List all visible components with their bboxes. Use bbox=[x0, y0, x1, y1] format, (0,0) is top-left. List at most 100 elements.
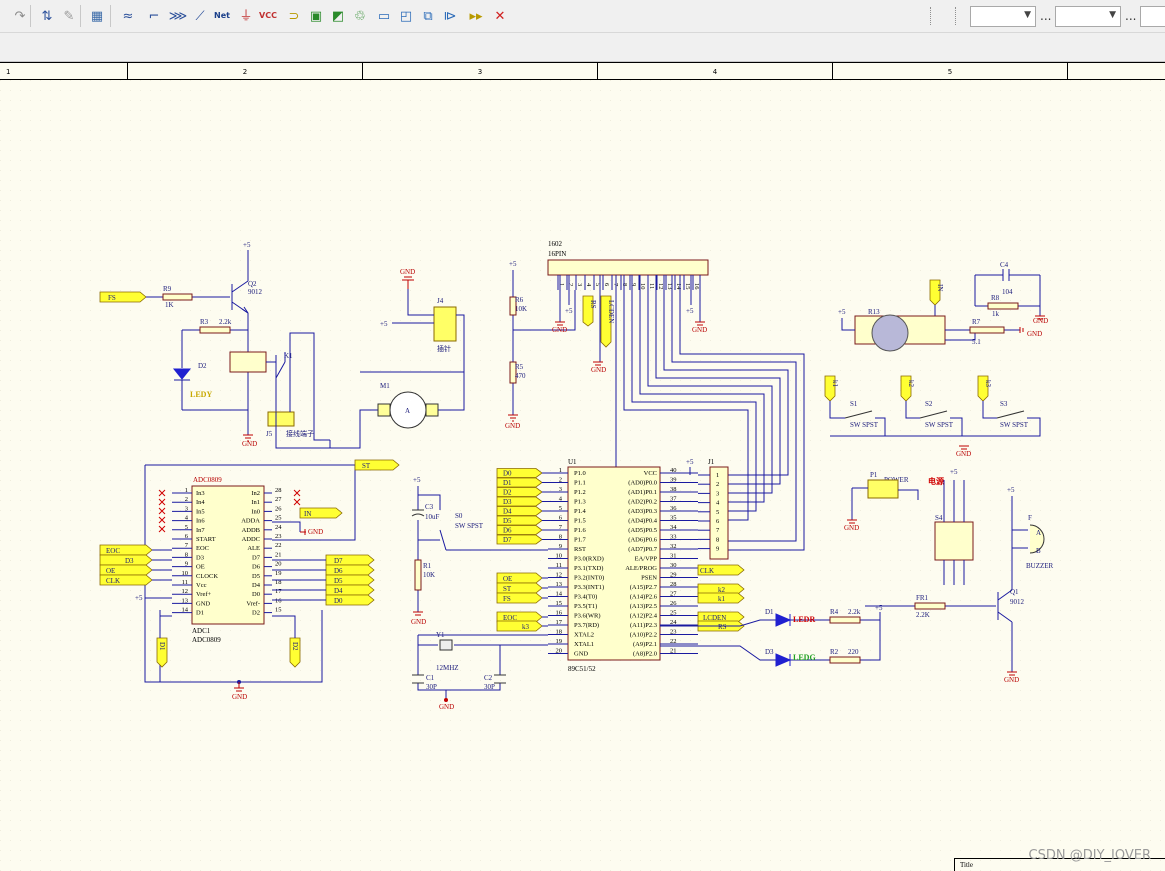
port-oe[interactable] bbox=[99, 564, 153, 576]
port-k3[interactable] bbox=[496, 620, 543, 632]
port-oe2[interactable] bbox=[496, 572, 543, 584]
port-mcu-data[interactable] bbox=[496, 468, 543, 478]
relay-coil[interactable] bbox=[229, 351, 267, 373]
port-fs2[interactable] bbox=[496, 592, 543, 604]
adc-pin-number: 17 bbox=[275, 588, 282, 595]
off-sheet-icon[interactable]: ⧐ bbox=[443, 8, 457, 24]
port-mcu-data[interactable] bbox=[496, 487, 543, 497]
redo-icon[interactable]: ↷ bbox=[14, 8, 26, 24]
capacitor-c3[interactable] bbox=[411, 509, 425, 517]
lcd-1602-connector[interactable] bbox=[547, 259, 709, 276]
schematic-canvas[interactable]: FS R9 1K +5 Q2 9012 R3 2.2k D2 LEDY K1 G… bbox=[0, 80, 1165, 871]
crystal-y1[interactable] bbox=[439, 639, 453, 651]
port-icon[interactable]: ⧉ bbox=[423, 8, 433, 24]
port-k1[interactable] bbox=[697, 592, 745, 604]
vcc-port-icon[interactable]: VCC bbox=[259, 11, 277, 20]
wire-icon[interactable]: ≈ bbox=[122, 8, 134, 24]
led-d1[interactable] bbox=[775, 613, 792, 627]
port-mcu-data[interactable] bbox=[496, 515, 543, 526]
adc0809-chip[interactable] bbox=[191, 485, 265, 625]
pencil-icon[interactable]: ✎ bbox=[63, 8, 75, 24]
harness-entry-icon[interactable]: ◰ bbox=[399, 8, 413, 24]
resistor-r1[interactable] bbox=[414, 559, 422, 591]
bus-icon[interactable]: ⌐ bbox=[148, 8, 160, 24]
toolbar-grip[interactable] bbox=[930, 7, 933, 25]
resistor-r9[interactable] bbox=[162, 293, 193, 301]
buzzer[interactable] bbox=[1029, 524, 1045, 554]
port-d6[interactable] bbox=[325, 564, 375, 576]
resistor-r5[interactable] bbox=[509, 361, 517, 384]
port-d5[interactable] bbox=[325, 574, 375, 586]
size-combo[interactable] bbox=[1140, 6, 1165, 27]
switch-s4[interactable] bbox=[934, 521, 974, 561]
toolbar-grip[interactable] bbox=[955, 7, 958, 25]
port-d4[interactable] bbox=[325, 584, 375, 596]
port-mcu-data[interactable] bbox=[496, 534, 543, 545]
port-lcden[interactable] bbox=[697, 611, 745, 623]
port-clk2[interactable] bbox=[697, 564, 745, 576]
led-d2[interactable] bbox=[172, 368, 192, 380]
sheet-entry-icon[interactable]: ◩ bbox=[331, 8, 345, 24]
fr1-label: FR1 bbox=[916, 594, 929, 602]
bus-entry-icon[interactable]: ⟋ bbox=[195, 8, 205, 24]
port-eoc2[interactable] bbox=[496, 611, 543, 623]
capacitor-c1-c2[interactable] bbox=[412, 674, 506, 684]
resistor-r6[interactable] bbox=[509, 296, 517, 316]
no-erc-icon[interactable]: ✕ bbox=[494, 8, 506, 24]
port-k3-v-label: k3 bbox=[984, 380, 992, 388]
port-d3[interactable] bbox=[99, 554, 153, 566]
header-j4[interactable] bbox=[433, 306, 457, 342]
port-k2-v[interactable] bbox=[900, 375, 912, 402]
ground-port-icon[interactable]: ⏚ bbox=[239, 8, 253, 24]
port-in[interactable] bbox=[299, 507, 343, 519]
port-st2[interactable] bbox=[496, 582, 543, 594]
mcu-pin-number: 12 bbox=[556, 572, 563, 579]
resistor-r8[interactable] bbox=[987, 302, 1019, 310]
harness-connector-icon[interactable]: ▭ bbox=[377, 8, 391, 24]
port-st[interactable] bbox=[354, 459, 400, 471]
resistor-fr1[interactable] bbox=[914, 602, 946, 610]
gnd-label: GND bbox=[308, 528, 323, 536]
port-mcu-data[interactable] bbox=[496, 525, 543, 535]
port-d7[interactable] bbox=[325, 554, 375, 566]
resistor-r3[interactable] bbox=[199, 326, 231, 334]
port-k2[interactable] bbox=[697, 583, 745, 595]
bus-arrange-icon[interactable]: ⇅ bbox=[41, 8, 53, 24]
device-sheet-icon[interactable]: ♲ bbox=[354, 8, 366, 24]
header-j1[interactable] bbox=[709, 466, 729, 560]
more-options-button[interactable]: ... bbox=[1125, 9, 1137, 23]
mcu-pin-name: P3.4(T0) bbox=[574, 594, 597, 601]
port-d2-v[interactable] bbox=[289, 637, 301, 668]
resistor-r2[interactable] bbox=[829, 656, 861, 664]
resistor-r4[interactable] bbox=[829, 616, 861, 624]
style-combo[interactable]: ▼ bbox=[970, 6, 1036, 27]
more-options-button[interactable]: ... bbox=[1040, 9, 1052, 23]
power-jack-p1[interactable] bbox=[867, 479, 899, 499]
place-part-icon[interactable]: ⊃ bbox=[288, 8, 300, 24]
port-lcden-v[interactable] bbox=[600, 295, 612, 348]
r1-label: R1 bbox=[423, 562, 432, 570]
port-d0[interactable] bbox=[325, 594, 375, 606]
port-mcu-data[interactable] bbox=[496, 477, 543, 488]
net-label-icon[interactable]: Net bbox=[214, 11, 230, 20]
mcu-89c51[interactable] bbox=[567, 466, 661, 661]
adc-pin-number: 9 bbox=[185, 561, 188, 568]
signal-harness-icon[interactable]: ⋙ bbox=[168, 8, 188, 24]
component-library-icon[interactable]: ▦ bbox=[90, 8, 104, 24]
font-combo[interactable]: ▼ bbox=[1055, 6, 1121, 27]
resistor-r7[interactable] bbox=[969, 326, 1005, 334]
port-mcu-data[interactable] bbox=[496, 506, 543, 516]
port-clk[interactable] bbox=[99, 574, 153, 586]
port-k1-v[interactable] bbox=[824, 375, 836, 402]
port-eoc[interactable] bbox=[99, 544, 153, 556]
sheet-symbol-icon[interactable]: ▣ bbox=[309, 8, 323, 24]
led-d3[interactable] bbox=[775, 653, 792, 667]
port-in-v[interactable] bbox=[929, 279, 941, 306]
port-k3-v[interactable] bbox=[977, 375, 989, 402]
port-mcu-data[interactable] bbox=[496, 496, 543, 507]
port-rs-v[interactable] bbox=[582, 295, 594, 327]
port-d1-v[interactable] bbox=[156, 637, 168, 668]
directive-icon[interactable]: ▸▸ bbox=[469, 8, 483, 24]
terminal-j5[interactable] bbox=[267, 411, 295, 427]
port-fs[interactable] bbox=[99, 291, 147, 303]
